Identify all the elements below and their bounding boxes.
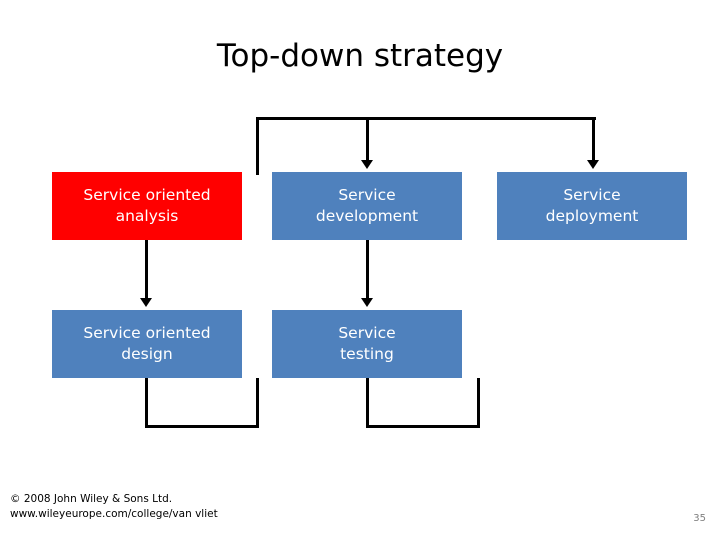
box-service-testing[interactable]: Service testing [272,310,462,378]
connector-to-deployment-arrowhead [587,160,599,169]
connector-analysis-to-design-vertical [145,240,148,299]
box-line2: testing [340,345,394,363]
footer: © 2008 John Wiley & Sons Ltd. www.wileye… [10,492,218,522]
connector-to-development-arrowhead [361,160,373,169]
box-line2: design [121,345,173,363]
box-line2: development [315,207,419,225]
box-label-service-oriented-design: Service oriented design [83,323,210,365]
page-title: Top-down strategy [216,38,504,74]
connector-bottom-testing-drop [366,378,369,428]
box-line1: Service oriented [83,324,211,343]
box-label-service-deployment: Service deployment [546,185,639,227]
box-line1: Service oriented [83,186,211,205]
connector-bottom-left-drop [145,378,148,428]
connector-bottom-horizontal-left [145,425,259,428]
box-label-service-testing: Service testing [338,323,395,365]
box-service-deployment[interactable]: Service deployment [497,172,687,240]
box-line2: deployment [545,207,639,225]
footer-copyright: © 2008 John Wiley & Sons Ltd. [10,492,173,505]
connector-development-to-testing-vertical [366,240,369,299]
box-line2: analysis [115,207,179,225]
box-line1: Service [338,324,396,343]
footer-website: www.wileyeurope.com/college/van vliet [10,507,218,520]
box-service-oriented-analysis[interactable]: Service oriented analysis [52,172,242,240]
connector-bottom-mid-riser [256,378,259,428]
connector-analysis-to-design-arrowhead [140,298,152,307]
box-service-development[interactable]: Service development [272,172,462,240]
connector-bottom-right-riser [477,378,480,428]
box-line1: Service [563,186,621,205]
page-number: 35 [693,513,706,524]
box-label-service-development: Service development [316,185,418,227]
connector-development-to-testing-arrowhead [361,298,373,307]
connector-bottom-horizontal-right [366,425,480,428]
connector-to-deployment-vertical [592,117,595,161]
box-label-service-oriented-analysis: Service oriented analysis [83,185,210,227]
connector-to-development-vertical [366,117,369,161]
box-line1: Service [338,186,396,205]
box-service-oriented-design[interactable]: Service oriented design [52,310,242,378]
connector-top-horizontal [256,117,596,120]
connector-top-left-riser [256,117,259,175]
